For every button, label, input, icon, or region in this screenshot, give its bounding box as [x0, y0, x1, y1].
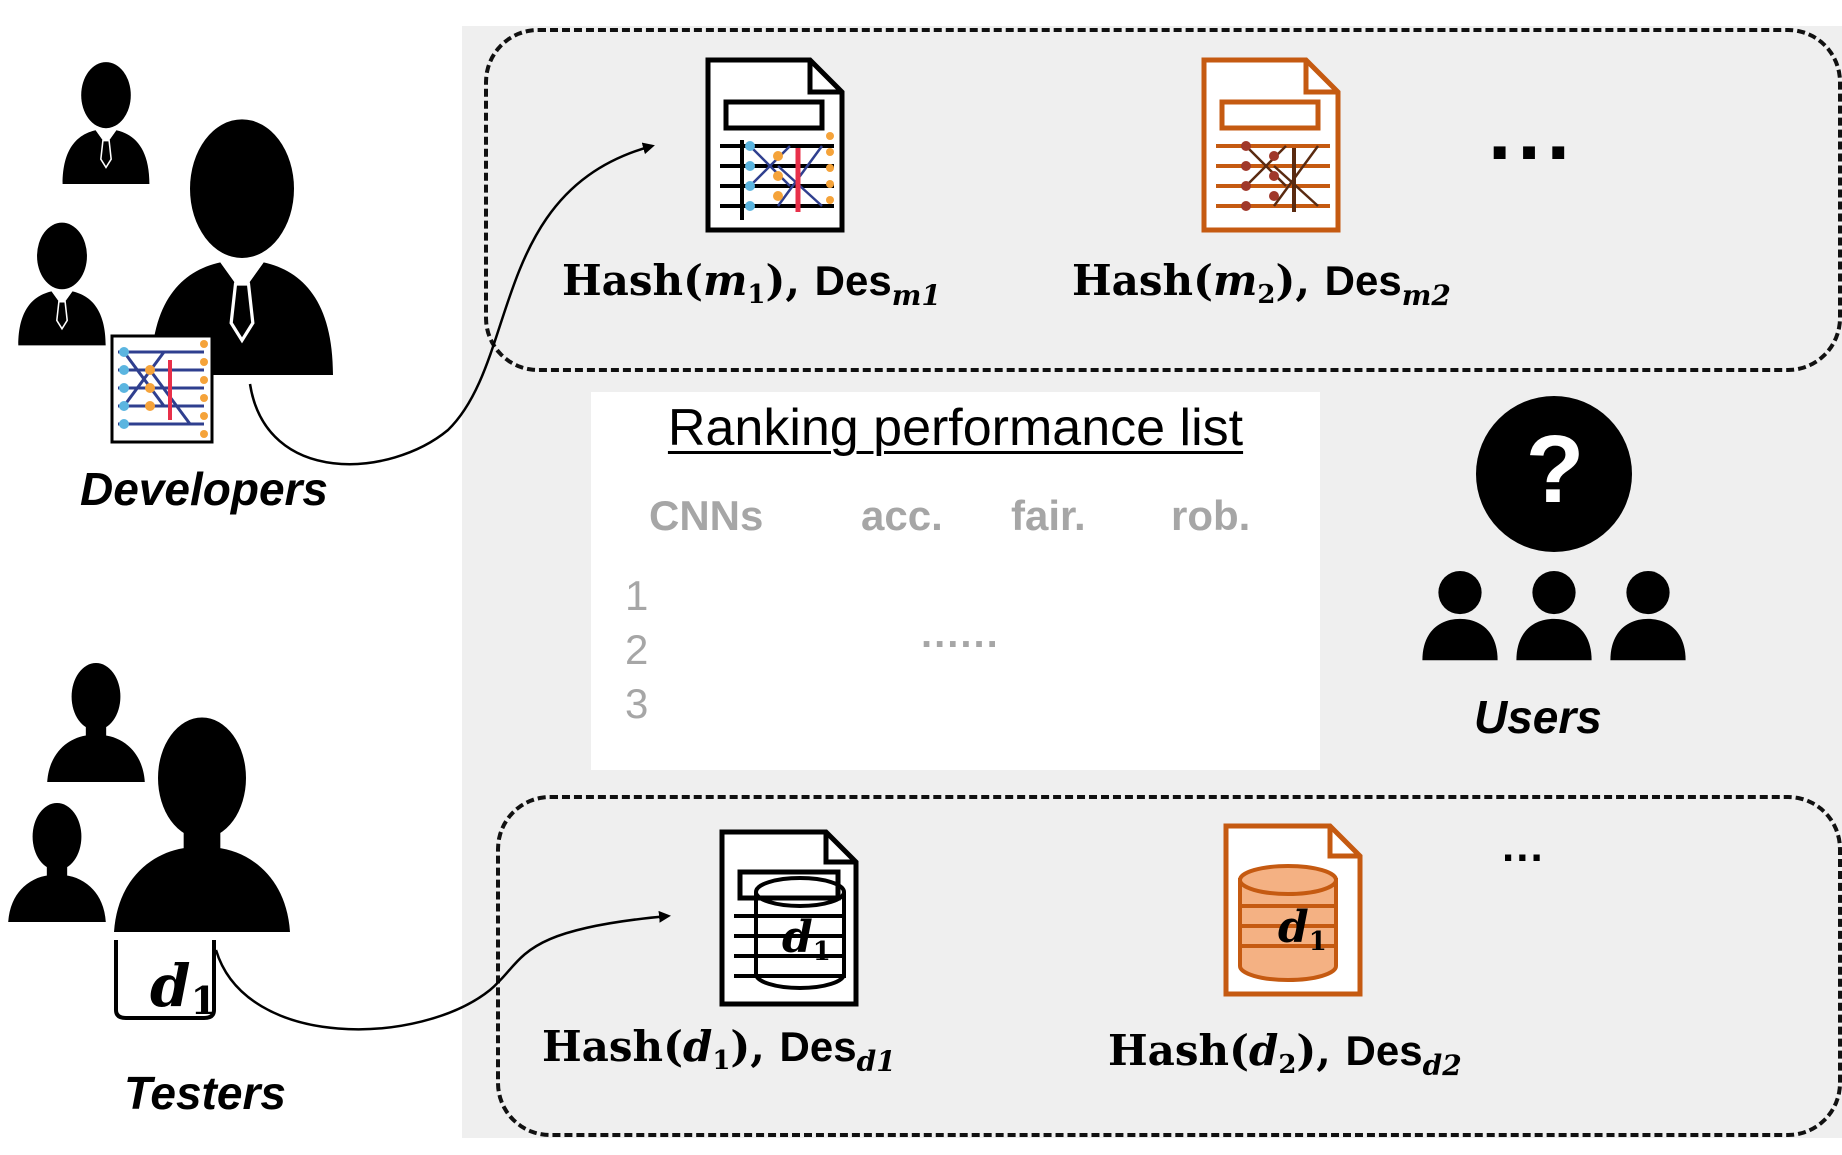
column-header-acc: acc. — [861, 492, 943, 539]
developers-label: Developers — [80, 463, 329, 515]
dataset-registry-box — [496, 795, 1842, 1137]
column-header-cnns: CNNs — [649, 492, 764, 539]
column-header-fair: fair. — [1011, 492, 1086, 539]
ranking-list-panel: Ranking performance list CNNs acc. fair.… — [591, 392, 1320, 770]
user-person-icon — [1422, 570, 1498, 661]
dataset-file-label: d1 — [1278, 902, 1327, 957]
testers-label: Testers — [124, 1067, 286, 1119]
model-hash-label: Hash(m1), Desm1 — [562, 256, 941, 312]
user-person-icon — [1610, 570, 1686, 661]
tester-person-icon — [114, 717, 290, 932]
tester-person-icon — [8, 803, 106, 922]
dataset-file-icon — [1223, 823, 1363, 997]
rank-number-1: 1 — [625, 572, 649, 619]
developer-person-icon — [17, 221, 107, 347]
model-file-icon — [1201, 57, 1341, 233]
developer-person-icon — [61, 61, 151, 184]
question-icon — [1476, 396, 1632, 552]
more-models-ellipsis: ... — [1488, 83, 1577, 177]
column-header-rob: rob. — [1171, 492, 1251, 539]
users-label: Users — [1474, 691, 1602, 743]
more-datasets-ellipsis: ... — [1502, 822, 1545, 871]
rank-number-3: 3 — [625, 680, 649, 727]
model-file-icon — [705, 57, 845, 233]
developer-model-file-icon — [110, 334, 214, 444]
ranking-title: Ranking performance list — [667, 399, 1244, 457]
model-registry-box — [484, 28, 1842, 372]
tester-dataset-icon — [114, 940, 216, 1020]
tester-upload-arrow — [214, 910, 671, 1031]
rank-number-2: 2 — [625, 626, 649, 673]
dataset-file-icon — [719, 829, 859, 1007]
model-hash-label: Hash(m2), Desm2 — [1072, 256, 1451, 312]
dataset-hash-label: Hash(d1), Desd1 — [542, 1022, 896, 1078]
tester-person-icon — [47, 663, 145, 782]
question-mark: ? — [1525, 416, 1585, 523]
dataset-file-label: d1 — [782, 912, 831, 967]
developer-upload-arrow — [248, 142, 655, 466]
tester-dataset-label: d1 — [150, 952, 218, 1023]
ranking-placeholder: ...... — [921, 612, 1000, 656]
dataset-hash-label: Hash(d2), Desd2 — [1108, 1026, 1462, 1082]
user-person-icon — [1516, 570, 1592, 661]
